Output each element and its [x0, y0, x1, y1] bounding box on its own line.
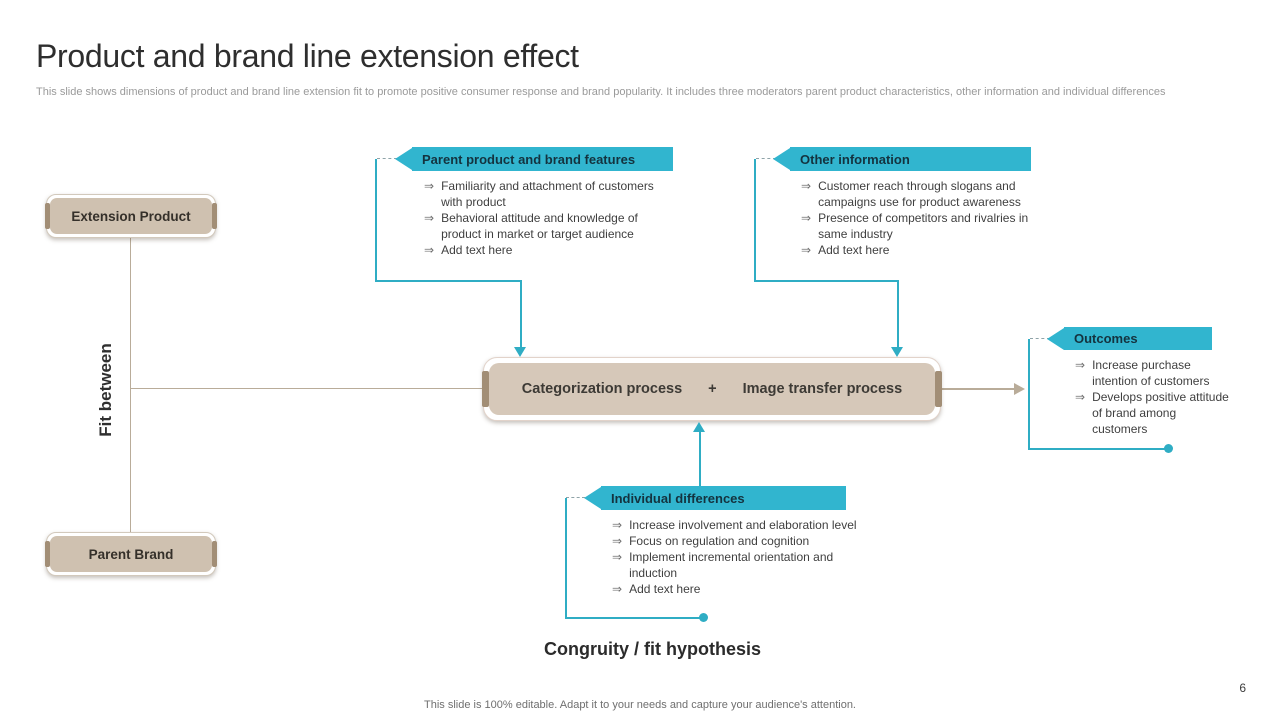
- triangle-left-icon: [773, 148, 790, 170]
- double-arrow-icon: ⇒: [612, 518, 623, 532]
- connector-line: [897, 281, 899, 349]
- connector-line: [375, 159, 377, 281]
- bullet-item: ⇒ Familiarity and attachment of customers…: [424, 178, 656, 210]
- bullet-text: Customer reach through slogans and campa…: [818, 179, 1021, 209]
- categorization-process-label: Categorization process: [521, 381, 683, 397]
- bullet-text: Add text here: [818, 243, 890, 257]
- double-arrow-icon: ⇒: [424, 179, 435, 193]
- bullet-item: ⇒ Implement incremental orientation and i…: [612, 549, 860, 581]
- bullet-item: ⇒ Add text here: [424, 242, 656, 258]
- bullet-text: Increase involvement and elaboration lev…: [629, 518, 857, 532]
- side-bar: [212, 541, 217, 567]
- bullet-text: Increase purchase intention of customers: [1092, 358, 1210, 388]
- bullet-item: ⇒ Develops positive attitude of brand amo…: [1075, 389, 1233, 437]
- connector-line: [565, 617, 703, 619]
- connector-line: [699, 432, 701, 486]
- arrow-right-icon: [1014, 383, 1025, 395]
- bullet-item: ⇒ Add text here: [801, 242, 1045, 258]
- bullet-item: ⇒ Customer reach through slogans and camp…: [801, 178, 1045, 210]
- connector-line: [754, 159, 756, 281]
- image-transfer-process-label: Image transfer process: [742, 381, 903, 397]
- bullet-text: Implement incremental orientation and in…: [629, 550, 834, 580]
- connector-dash: [1030, 338, 1050, 339]
- triangle-left-icon: [1047, 327, 1064, 350]
- bullet-list-parent-product: ⇒ Familiarity and attachment of customers…: [424, 178, 656, 258]
- callout-title-text: Outcomes: [1074, 331, 1138, 346]
- callout-title-individual-differences: Individual differences: [584, 486, 846, 510]
- bullet-text: Add text here: [441, 243, 513, 257]
- bullet-text: Behavioral attitude and knowledge of pro…: [441, 211, 638, 241]
- bullet-item: ⇒ Add text here: [612, 581, 860, 597]
- connector-line: [754, 280, 899, 282]
- arrow-down-icon: [514, 347, 526, 357]
- bullet-item: ⇒ Increase involvement and elaboration le…: [612, 517, 860, 533]
- side-bar: [482, 371, 489, 407]
- double-arrow-icon: ⇒: [1075, 358, 1086, 372]
- side-bar: [935, 371, 942, 407]
- connector-line-to-outcomes: [941, 388, 1017, 390]
- connector-line: [565, 498, 567, 618]
- plus-sign: +: [708, 381, 717, 397]
- callout-title-text: Other information: [800, 151, 910, 167]
- slide-footer-note: This slide is 100% editable. Adapt it to…: [424, 699, 856, 711]
- callout-title-outcomes: Outcomes: [1047, 327, 1212, 350]
- double-arrow-icon: ⇒: [801, 211, 812, 225]
- double-arrow-icon: ⇒: [612, 534, 623, 548]
- connector-line: [1028, 448, 1168, 450]
- double-arrow-icon: ⇒: [424, 211, 435, 225]
- connector-line: [520, 281, 522, 349]
- bullet-text: Develops positive attitude of brand amon…: [1092, 390, 1229, 436]
- bullet-item: ⇒ Behavioral attitude and knowledge of pr…: [424, 210, 656, 242]
- connector-dash: [377, 158, 397, 159]
- connector-line-horizontal-left: [131, 388, 483, 389]
- double-arrow-icon: ⇒: [612, 582, 623, 596]
- side-bar: [212, 203, 217, 229]
- connector-line: [375, 280, 522, 282]
- triangle-left-icon: [584, 487, 601, 509]
- bullet-text: Presence of competitors and rivalries in…: [818, 211, 1029, 241]
- bullet-text: Add text here: [629, 582, 701, 596]
- parent-brand-box: Parent Brand: [45, 532, 217, 576]
- double-arrow-icon: ⇒: [612, 550, 623, 564]
- bullet-list-other-information: ⇒ Customer reach through slogans and camp…: [801, 178, 1045, 258]
- connector-dash: [566, 497, 585, 498]
- process-box-content: Categorization process + Image transfer …: [489, 363, 935, 415]
- fit-between-label: Fit between: [96, 343, 115, 437]
- page-title: Product and brand line extension effect: [36, 38, 579, 74]
- parent-brand-label: Parent Brand: [50, 536, 212, 572]
- arrow-down-icon: [891, 347, 903, 357]
- double-arrow-icon: ⇒: [424, 243, 435, 257]
- extension-product-label: Extension Product: [50, 198, 212, 234]
- double-arrow-icon: ⇒: [801, 179, 812, 193]
- side-bar: [45, 541, 50, 567]
- page-subtitle: This slide shows dimensions of product a…: [36, 86, 1166, 98]
- bullet-list-outcomes: ⇒ Increase purchase intention of customer…: [1075, 357, 1233, 437]
- double-arrow-icon: ⇒: [801, 243, 812, 257]
- bullet-item: ⇒ Focus on regulation and cognition: [612, 533, 860, 549]
- extension-product-box: Extension Product: [45, 194, 217, 238]
- connector-line-vertical-left: [130, 238, 131, 532]
- arrow-up-icon: [693, 422, 705, 432]
- connector-endpoint-dot: [699, 613, 708, 622]
- connector-dash: [756, 158, 776, 159]
- triangle-left-icon: [395, 148, 412, 170]
- process-box: Categorization process + Image transfer …: [482, 357, 942, 421]
- page-number: 6: [1239, 681, 1246, 695]
- callout-title-parent-product: Parent product and brand features: [395, 147, 673, 171]
- callout-title-other-information: Other information: [773, 147, 1031, 171]
- bullet-item: ⇒ Increase purchase intention of customer…: [1075, 357, 1233, 389]
- connector-line: [1028, 339, 1030, 449]
- double-arrow-icon: ⇒: [1075, 390, 1086, 404]
- connector-endpoint-dot: [1164, 444, 1173, 453]
- bullet-item: ⇒ Presence of competitors and rivalries i…: [801, 210, 1045, 242]
- side-bar: [45, 203, 50, 229]
- congruity-caption: Congruity / fit hypothesis: [543, 639, 761, 659]
- callout-title-text: Parent product and brand features: [422, 151, 636, 167]
- callout-title-text: Individual differences: [611, 490, 745, 506]
- bullet-list-individual-differences: ⇒ Increase involvement and elaboration le…: [612, 517, 860, 597]
- bullet-text: Familiarity and attachment of customers …: [441, 179, 654, 209]
- bullet-text: Focus on regulation and cognition: [629, 534, 810, 548]
